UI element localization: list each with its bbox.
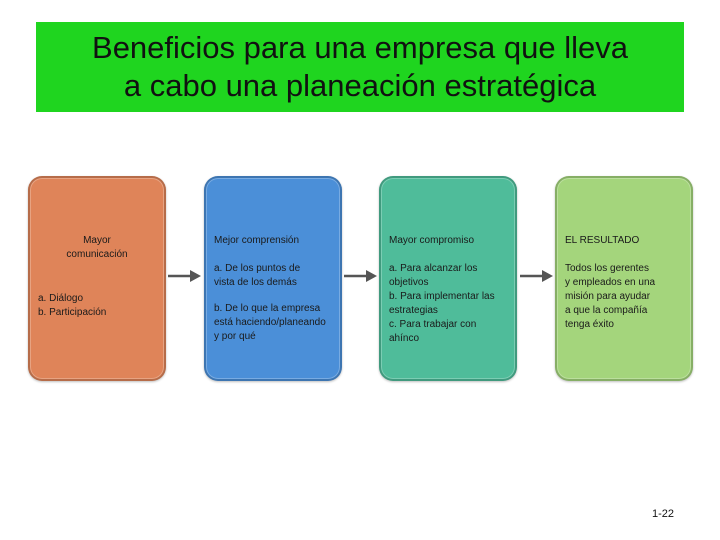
- title-line-1: Beneficios para una empresa que lleva: [92, 30, 628, 65]
- card-4-item-2: y empleados en una: [565, 277, 656, 288]
- card-3-item-3: b. Para implementar las: [389, 291, 495, 302]
- card-4-heading: EL RESULTADO: [565, 235, 640, 246]
- arrow-right-icon: [520, 270, 553, 282]
- page-number: 1-22: [652, 508, 675, 520]
- card-3-item-4: estrategias: [389, 305, 438, 316]
- card-mayor-compromiso: Mayor compromiso a. Para alcanzar los ob…: [379, 176, 517, 381]
- card-mejor-comprension: Mejor comprensión a. De los puntos de vi…: [204, 176, 342, 381]
- card-el-resultado: EL RESULTADO Todos los gerentes y emplea…: [555, 176, 693, 381]
- title-banner: Beneficios para una empresa que lleva a …: [36, 22, 684, 112]
- card-3-item-2: objetivos: [389, 277, 429, 288]
- card-1-heading-line-1: Mayor: [83, 235, 111, 246]
- card-2-item-2: vista de los demás: [214, 277, 297, 288]
- card-2-item-4: está haciendo/planeando: [214, 317, 326, 328]
- card-2-item-3: b. De lo que la empresa: [214, 303, 321, 314]
- card-1-heading-line-2: comunicación: [66, 249, 128, 260]
- card-2-item-1: a. De los puntos de: [214, 263, 301, 274]
- card-3-item-5: c. Para trabajar con: [389, 319, 477, 330]
- card-1-item-2: b. Participación: [38, 307, 107, 318]
- card-1-item-1: a. Diálogo: [38, 293, 84, 304]
- card-4-item-5: tenga éxito: [565, 319, 614, 330]
- card-2-heading: Mejor comprensión: [214, 235, 300, 246]
- arrow-right-icon: [168, 270, 201, 282]
- card-4-item-4: a que la compañía: [565, 305, 648, 316]
- card-4-item-3: misión para ayudar: [565, 291, 651, 302]
- card-2-item-5: y por qué: [214, 331, 256, 342]
- card-3-item-1: a. Para alcanzar los: [389, 263, 478, 274]
- arrow-right-icon: [344, 270, 377, 282]
- title-line-2: a cabo una planeación estratégica: [123, 68, 597, 103]
- card-4-item-1: Todos los gerentes: [565, 263, 649, 274]
- card-3-item-6: ahínco: [389, 333, 420, 344]
- card-mayor-comunicacion: Mayor comunicación a. Diálogo b. Partici…: [28, 176, 166, 381]
- card-3-heading: Mayor compromiso: [389, 235, 475, 246]
